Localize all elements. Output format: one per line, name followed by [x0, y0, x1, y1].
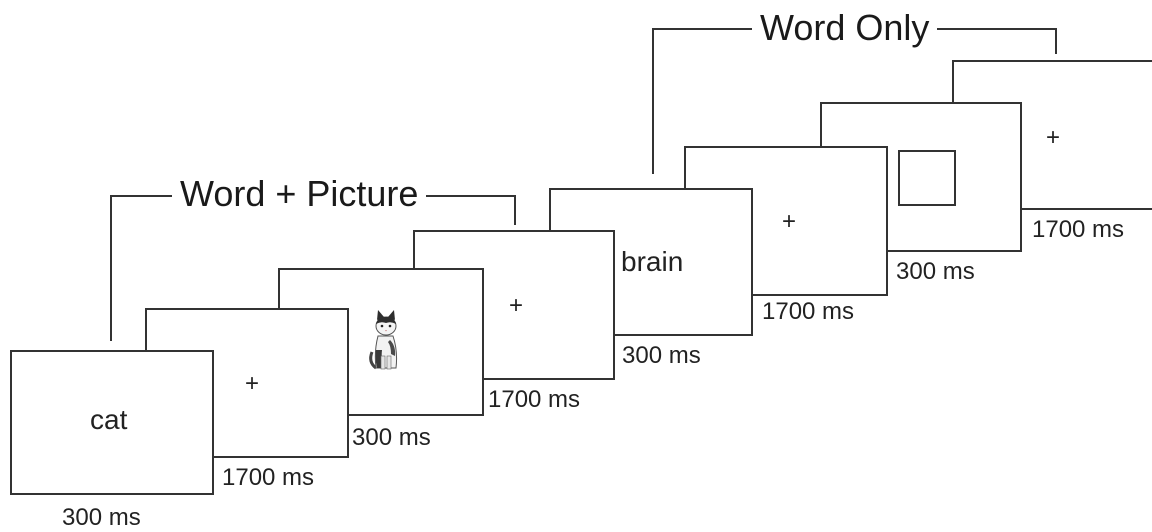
fixation-cross: + — [782, 208, 797, 235]
word-only-bracket-left-leg — [652, 28, 654, 174]
blank-square-icon — [898, 150, 956, 206]
word-stimulus: cat — [90, 404, 128, 435]
word-picture-frame-4-duration: 1700 ms — [488, 386, 581, 413]
word-stimulus: brain — [621, 246, 684, 277]
word-picture-frame-2-duration: 1700 ms — [222, 464, 315, 491]
fixation-cross: + — [1046, 124, 1061, 151]
word-picture-bracket-left-leg — [110, 195, 112, 341]
word-picture-frame-1: cat — [10, 350, 214, 495]
cat-picture-icon — [369, 310, 398, 370]
word-picture-frame-3-duration: 300 ms — [352, 424, 431, 451]
word-only-label: Word Only — [752, 10, 938, 46]
word-only-bracket-right-leg — [1055, 28, 1057, 54]
word-picture-bracket-right-leg — [514, 195, 516, 225]
word-only-frame-3 — [820, 102, 1022, 252]
word-only-frame-4-duration: 1700 ms — [1032, 216, 1125, 243]
word-only-frame-2-duration: 1700 ms — [762, 298, 855, 325]
word-only-frame-3-duration: 300 ms — [896, 258, 975, 285]
word-only-frame-1-duration: 300 ms — [622, 342, 701, 369]
fixation-cross: + — [245, 370, 260, 397]
fixation-cross: + — [509, 292, 524, 319]
word-picture-label: Word + Picture — [172, 176, 427, 212]
word-picture-frame-1-duration: 300 ms — [62, 504, 141, 531]
